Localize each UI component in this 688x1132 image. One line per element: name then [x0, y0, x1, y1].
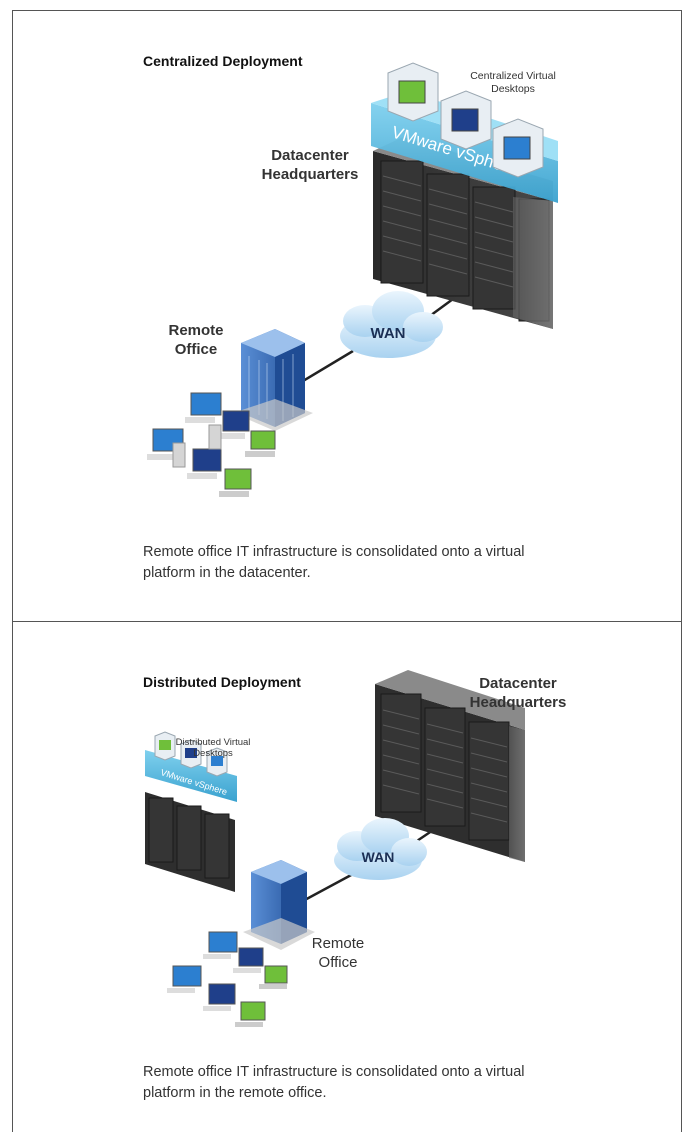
wan-cloud: WAN	[334, 818, 427, 880]
distributed-remote-office-label: Remote Office	[311, 935, 365, 971]
remote-office-building	[233, 329, 313, 431]
centralized-deployment-panel: VMware vSphere	[13, 11, 681, 622]
centralized-caption: Remote office IT infrastructure is conso…	[143, 544, 525, 581]
distributed-virtual-desktops-label: Distributed Virtual Desktops	[175, 737, 251, 759]
remote-office-building	[243, 860, 315, 950]
distributed-heading: Distributed Deployment	[143, 674, 301, 690]
distributed-datacenter-label: Datacenter Headquarters	[469, 675, 567, 711]
distributed-deployment-panel: VMware vSphere WAN	[13, 622, 681, 1132]
remote-office-computers	[167, 931, 288, 1027]
centralized-virtual-desktop-cubes	[387, 62, 544, 178]
centralized-remote-office-label: Remote Office	[168, 322, 224, 358]
centralized-heading: Centralized Deployment	[143, 53, 303, 69]
centralized-datacenter-label: Datacenter Headquarters	[261, 147, 359, 183]
distributed-caption: Remote office IT infrastructure is conso…	[143, 1064, 525, 1101]
diagram-frame: VMware vSphere	[12, 10, 682, 1132]
datacenter-server-racks	[375, 670, 525, 862]
remote-office-server-racks: VMware vSphere	[145, 731, 237, 892]
wan-link-remote	[300, 872, 354, 904]
centralized-virtual-desktops-label: Centralized Virtual Desktops	[470, 70, 556, 95]
remote-office-computers	[147, 392, 276, 497]
wan-label: WAN	[362, 849, 395, 865]
wan-cloud: WAN	[340, 291, 443, 358]
distributed-diagram-art: VMware vSphere WAN	[145, 670, 525, 1027]
wan-label: WAN	[371, 325, 406, 342]
centralized-diagram-art: VMware vSphere	[147, 62, 558, 497]
